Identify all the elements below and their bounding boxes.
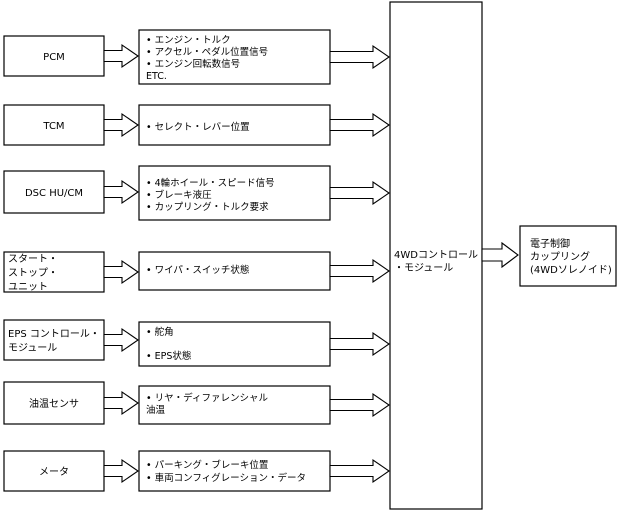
signal-item: • 4輪ホイール・スピード信号 (146, 177, 275, 189)
signal-item: • ブレーキ液圧 (146, 189, 212, 201)
input-row: スタート・ストップ・ユニット • ワイパ・スイッチ状態 (3, 251, 390, 293)
source-label: EPS コントロール・ (8, 329, 100, 340)
signal-item: • 車両コンフィグレーション・データ (146, 472, 306, 484)
output-label-line-2: カップリング (530, 250, 590, 263)
source-label: メータ (39, 466, 69, 478)
signal-arrow (103, 390, 139, 416)
input-row: 油温センサ • リヤ・ディファレンシャル 油温 (3, 381, 390, 425)
controller-arrow (329, 180, 390, 206)
signal-item: • カップリング・トルク要求 (146, 201, 269, 213)
controller-arrow (329, 392, 390, 418)
source-box (3, 251, 105, 293)
input-row: DSC HU/CM • 4輪ホイール・スピード信号• ブレーキ液圧• カップリング… (3, 165, 390, 221)
source-label: ストップ・ (8, 267, 58, 279)
source-box (3, 35, 105, 77)
signal-item: 油温 (146, 404, 166, 416)
input-row: メータ • パーキング・ブレーキ位置• 車両コンフィグレーション・データ (3, 450, 390, 492)
source-label: DSC HU/CM (25, 188, 83, 199)
signal-item: • エンジン回転数信号 (146, 58, 240, 70)
signal-item: • エンジン・トルク (146, 35, 231, 46)
signal-item: ETC. (146, 71, 167, 82)
signal-item: • EPS状態 (146, 350, 191, 362)
output-label-line-1: 電子制御 (530, 237, 570, 250)
signal-item: • 舵角 (146, 326, 174, 338)
signal-arrow (103, 327, 139, 353)
signal-box (138, 165, 331, 221)
source-label: ユニット (8, 282, 48, 293)
signal-arrow (103, 179, 139, 205)
input-row: PCM • エンジン・トルク• アクセル・ペダル位置信号• エンジン回転数信号 E… (3, 29, 390, 85)
signal-box (138, 29, 331, 85)
source-label: モジュール (8, 343, 57, 354)
input-row: EPS コントロール・モジュール • 舵角 • EPS状態 (3, 319, 390, 367)
signal-box (138, 385, 331, 425)
source-box (3, 381, 105, 425)
source-label: TCM (42, 121, 64, 132)
controller-label-line-1: 4WDコントロール (394, 250, 478, 261)
signal-item: • リヤ・ディファレンシャル (146, 392, 268, 404)
signal-arrow (103, 43, 139, 69)
source-box (3, 319, 105, 361)
signal-box (138, 251, 331, 291)
controller-arrow (329, 331, 390, 357)
output-label-line-3: (4WDソレノイド) (530, 265, 612, 276)
output-box (519, 225, 617, 287)
signal-box (138, 450, 331, 492)
signal-arrow (103, 458, 139, 484)
controller-label-line-2: ・モジュール (394, 263, 453, 274)
controller-box (389, 1, 483, 510)
source-label: 油温センサ (29, 397, 79, 410)
controller-arrow (329, 112, 390, 138)
source-label: スタート・ (8, 253, 58, 265)
controller-arrow (329, 258, 390, 284)
source-box (3, 170, 105, 214)
signal-box (138, 321, 331, 367)
signal-item: • セレクト・レバー位置 (146, 121, 250, 133)
output-arrow (481, 241, 519, 269)
signal-item: • パーキング・ブレーキ位置 (146, 459, 268, 471)
controller-arrow (329, 44, 390, 70)
source-box (3, 104, 105, 146)
signal-arrow (103, 259, 139, 285)
input-row: TCM • セレクト・レバー位置 (3, 104, 390, 146)
signal-item: • アクセル・ペダル位置信号 (146, 46, 268, 58)
signal-arrow (103, 112, 139, 138)
source-label: PCM (43, 52, 65, 63)
controller-arrow (329, 458, 390, 484)
signal-item: • ワイパ・スイッチ状態 (146, 264, 249, 276)
